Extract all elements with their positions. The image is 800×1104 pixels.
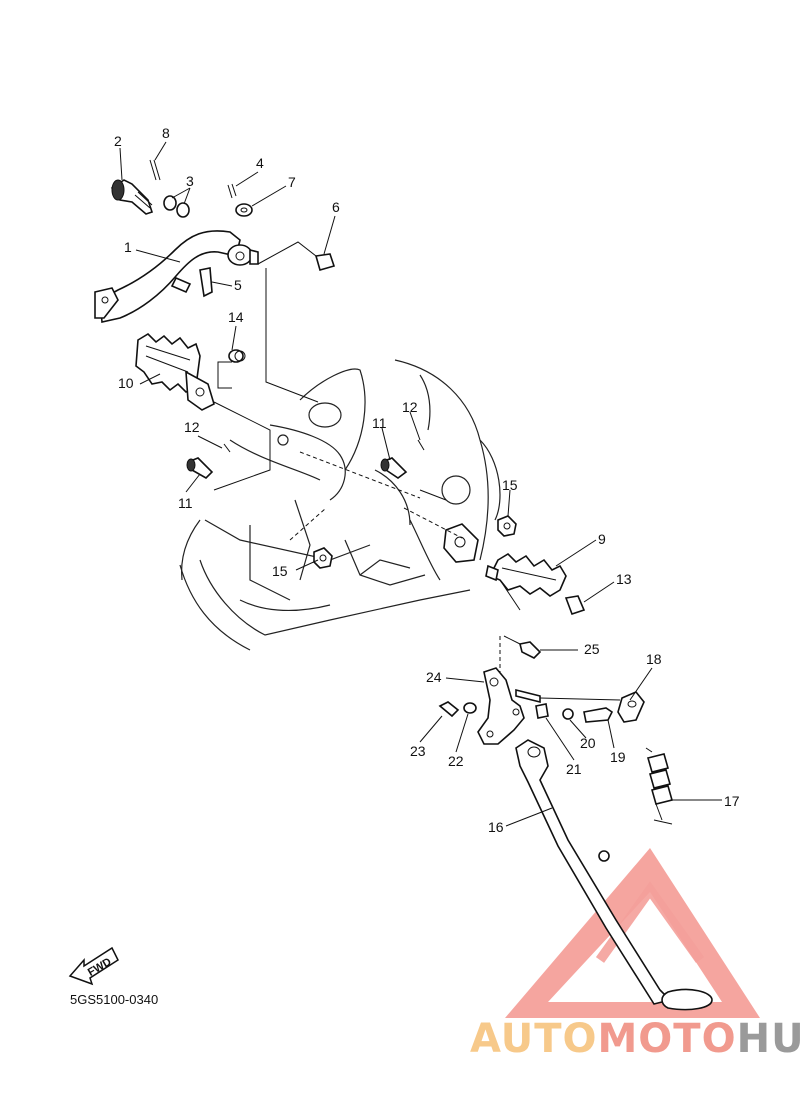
callout-labels: 2 8 3 4 7 6 1 5 14 10 12 11 11 12 15 9 1…	[114, 125, 740, 835]
nut	[313, 547, 333, 569]
o-ring	[163, 195, 177, 211]
engine-boss	[441, 475, 471, 505]
svg-text:AUTOMOTOHUB: AUTOMOTOHUB	[470, 1016, 800, 1062]
o-ring	[176, 202, 190, 218]
cotter-pin	[223, 443, 231, 453]
watermark-auto: AUTO	[470, 1016, 598, 1062]
footrest-mount-hole	[308, 402, 342, 428]
callout-24: 24	[426, 669, 442, 685]
mount-hole	[277, 434, 289, 446]
sidestand-bracket	[477, 667, 525, 745]
callout-21: 21	[566, 761, 582, 777]
cotter-pin	[149, 159, 161, 181]
pivot-bolt	[110, 179, 154, 215]
diagram-code: 5GS5100-0340	[70, 992, 158, 1007]
callout-20: 20	[580, 735, 596, 751]
washer	[562, 708, 574, 720]
clevis-pin	[314, 253, 336, 271]
callout-13: 13	[616, 571, 632, 587]
brake-pedal	[94, 230, 259, 323]
washer	[235, 203, 253, 217]
callout-9: 9	[598, 531, 606, 547]
stand-bolt	[515, 688, 541, 704]
spring-clip	[564, 595, 586, 616]
callout-2: 2	[114, 133, 122, 149]
callout-12-right: 12	[402, 399, 418, 415]
callout-4: 4	[256, 155, 264, 171]
callout-7: 7	[288, 174, 296, 190]
callout-17: 17	[724, 793, 740, 809]
callout-6: 6	[332, 199, 340, 215]
sidestand-spring	[645, 747, 673, 825]
watermark-logo: AUTOMOTOHUB	[470, 848, 800, 1062]
callout-1: 1	[124, 239, 132, 255]
callout-22: 22	[448, 753, 464, 769]
callout-11-left: 11	[178, 495, 193, 511]
bolt	[519, 641, 542, 659]
callout-23: 23	[410, 743, 426, 759]
return-spring	[228, 349, 246, 363]
footrest-left	[135, 332, 215, 411]
spring-post	[199, 267, 213, 298]
leader-lines	[119, 141, 722, 827]
sidestand	[515, 739, 713, 1011]
nut	[497, 515, 517, 537]
cotter-pin	[417, 439, 425, 451]
callout-25: 25	[584, 641, 600, 657]
frame-outline	[179, 359, 501, 651]
callout-5: 5	[234, 277, 242, 293]
bolt	[583, 707, 614, 723]
callout-8: 8	[162, 125, 170, 141]
callout-10: 10	[118, 375, 134, 391]
collar	[535, 703, 549, 719]
watermark-triangle	[505, 848, 760, 1018]
watermark-hub: HUB	[737, 1016, 800, 1062]
fwd-arrow-icon: FWD	[68, 946, 119, 986]
callout-19: 19	[610, 749, 626, 765]
watermark-moto: MOTO	[598, 1016, 737, 1062]
callout-15-right: 15	[502, 477, 518, 493]
callout-16: 16	[488, 819, 504, 835]
fwd-label: FWD	[86, 956, 114, 979]
callout-18: 18	[646, 651, 662, 667]
cotter-pin	[227, 183, 237, 199]
callout-3: 3	[186, 173, 194, 189]
assembly-lines	[213, 241, 621, 701]
callout-12-left: 12	[184, 419, 200, 435]
bolt	[438, 701, 460, 718]
callout-15-left: 15	[272, 563, 288, 579]
washer	[463, 702, 477, 714]
callout-14: 14	[228, 309, 244, 325]
callout-11-right: 11	[372, 415, 387, 431]
